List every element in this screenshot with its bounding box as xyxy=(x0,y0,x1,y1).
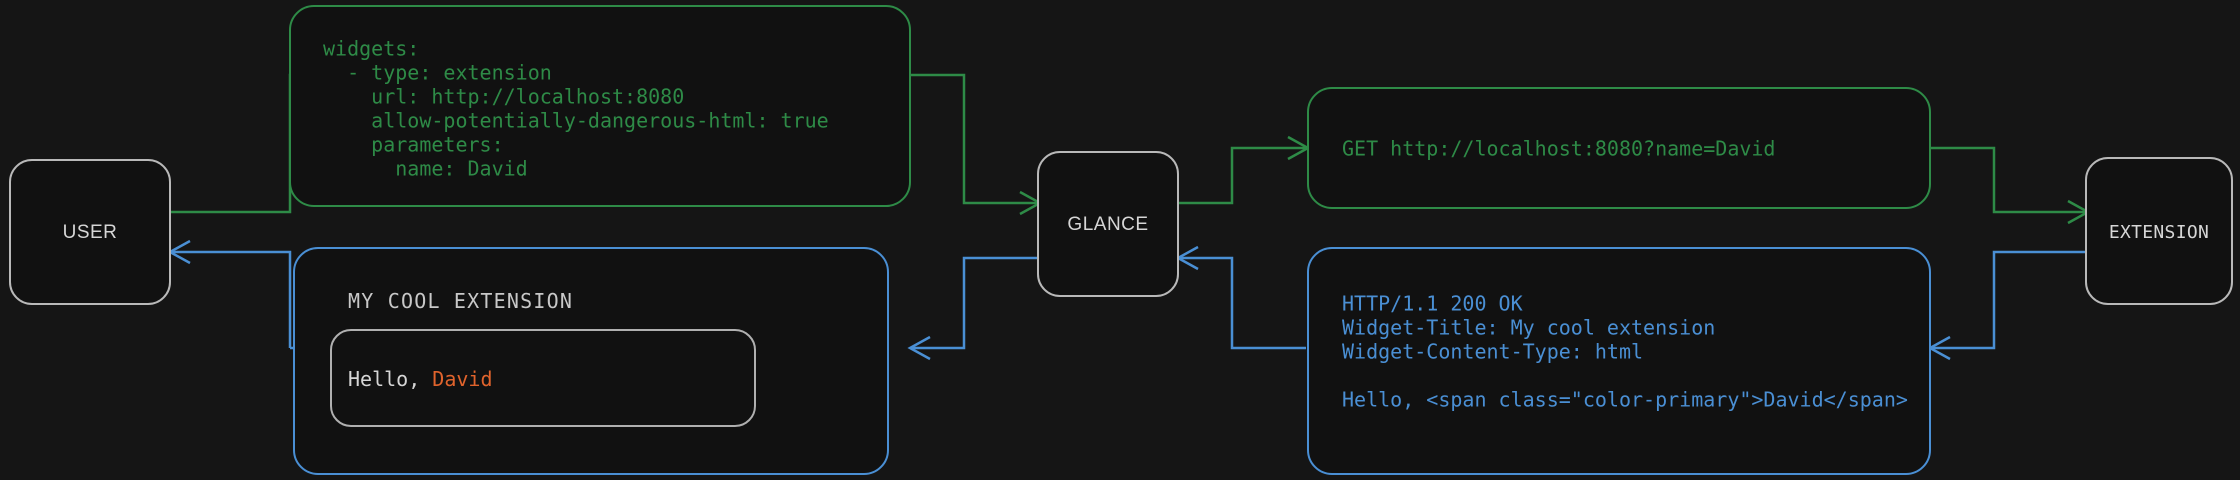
connector-request-to-extension xyxy=(1930,146,2091,225)
config-line-5: name: David xyxy=(323,157,528,181)
node-glance[interactable]: GLANCE xyxy=(1037,151,1179,297)
request-box: GET http://localhost:8080?name=David xyxy=(1307,87,1931,209)
config-box: widgets: - type: extension url: http://l… xyxy=(289,5,911,207)
widget-title: MY COOL EXTENSION xyxy=(348,289,573,313)
config-line-1: - type: extension xyxy=(323,61,552,85)
node-user-box[interactable] xyxy=(9,159,171,305)
connector-widget-to-user xyxy=(167,239,296,350)
connector-response-to-glance xyxy=(1175,245,1306,350)
response-line-1: Widget-Title: My cool extension xyxy=(1342,316,1715,340)
widget-box: MY COOL EXTENSION Hello, David xyxy=(293,247,889,475)
response-line-2: Widget-Content-Type: html xyxy=(1342,340,1643,364)
connector-extension-to-response xyxy=(1927,250,2086,361)
node-user-label: USER xyxy=(63,222,118,243)
connector-glance-to-widget xyxy=(907,256,1038,361)
node-extension[interactable]: EXTENSION xyxy=(2085,157,2233,305)
node-glance-label: GLANCE xyxy=(1067,214,1148,235)
config-line-4: parameters: xyxy=(323,133,504,157)
request-box-frame xyxy=(1307,87,1931,209)
node-glance-box[interactable] xyxy=(1037,151,1179,297)
request-line-0: GET http://localhost:8080?name=David xyxy=(1342,137,1775,161)
config-line-3: allow-potentially-dangerous-html: true xyxy=(323,109,829,133)
widget-content-frame xyxy=(330,329,756,427)
config-line-0: widgets: xyxy=(323,37,419,61)
connector-config-to-glance xyxy=(910,73,1043,216)
response-line-0: HTTP/1.1 200 OK xyxy=(1342,292,1523,316)
widget-content-highlight: David xyxy=(432,367,492,391)
connector-glance-to-request xyxy=(1178,135,1311,205)
node-user[interactable]: USER xyxy=(9,159,171,305)
config-line-2: url: http://localhost:8080 xyxy=(323,85,684,109)
response-box-frame xyxy=(1307,247,1931,475)
response-box: HTTP/1.1 200 OK Widget-Title: My cool ex… xyxy=(1307,247,1931,475)
widget-content-line: Hello, David xyxy=(348,367,493,391)
node-extension-label: EXTENSION xyxy=(2109,222,2209,243)
widget-content-prefix: Hello, xyxy=(348,367,432,391)
node-extension-box[interactable] xyxy=(2085,157,2233,305)
response-line-4: Hello, <span class="color-primary">David… xyxy=(1342,388,1908,412)
config-box-frame xyxy=(289,5,911,207)
